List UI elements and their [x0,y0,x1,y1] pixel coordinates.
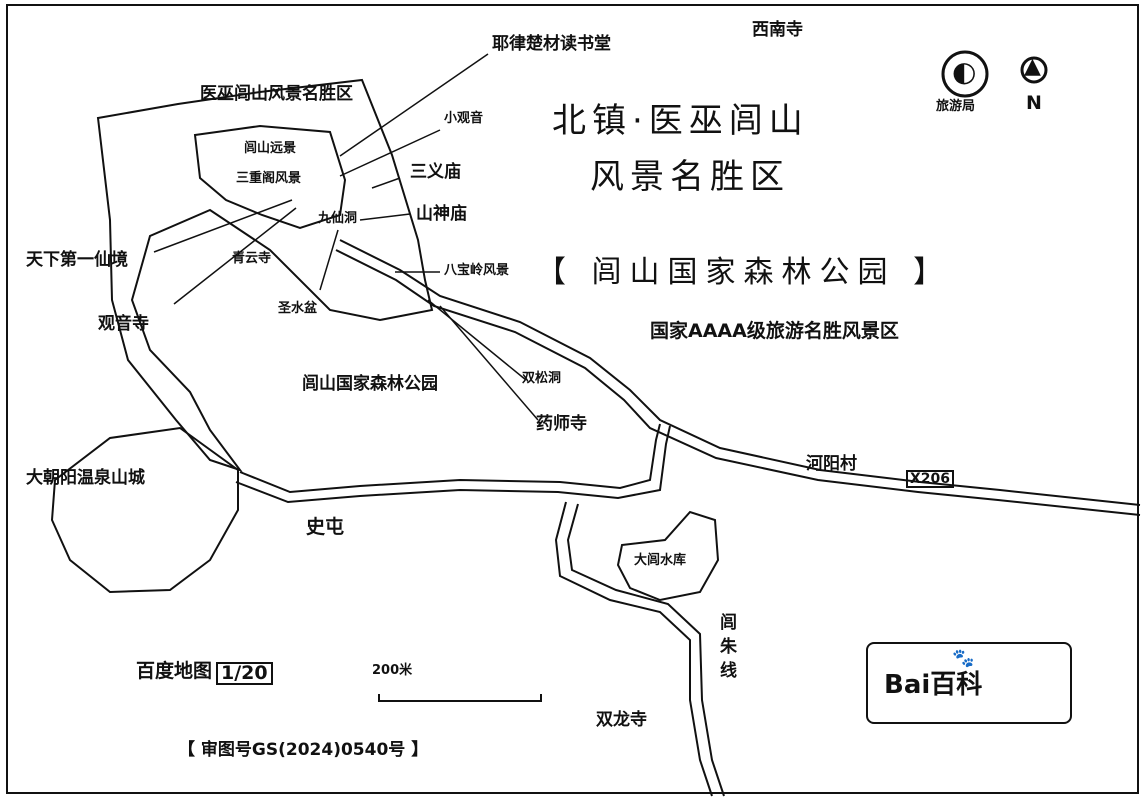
label-shenshan[interactable]: 山神庙 [416,204,467,224]
map-frame [6,4,1139,794]
scenic-area-boundary [96,78,434,472]
label-tianxia[interactable]: 天下第一仙境 [26,250,128,270]
label-tourist-center[interactable]: 耶律楚材读书堂 [492,34,611,54]
compass-logo-text: 旅游局 [936,99,976,114]
label-guanyin-temple[interactable]: 观音寺 [98,314,149,334]
approval-number: 【 审图号GS(2024)0540号 】 [178,740,429,760]
main-road-edge [335,249,1141,516]
reservoir-shape [616,510,720,602]
scale-ratio: 1/20 [216,662,273,685]
title-line2: 风景名胜区 [590,157,790,197]
scale-distance: 200米 [372,663,413,678]
label-xiaoguanyin[interactable]: 小观音 [444,111,484,126]
label-jiuxian[interactable]: 九仙洞 [318,211,358,226]
compass-logo-ring [941,50,989,98]
label-road-vertical[interactable]: 闾朱线 [720,613,737,681]
label-scenic-area[interactable]: 医巫闾山风景名胜区 [200,84,353,104]
label-shuanglong[interactable]: 双龙寺 [596,710,647,730]
compass-logo-icon: ◐ [952,55,977,88]
label-shuangsong[interactable]: 双松洞 [522,371,562,386]
watermark-text: Bai百科 [884,670,983,700]
title-line1: 北镇·医巫闾山 [552,101,809,141]
road-south [554,501,713,797]
road-shitun-edge [235,425,671,504]
compass-north-ring [1020,56,1048,84]
label-xilin-temple[interactable]: 西南寺 [752,20,803,40]
paw-icon: 🐾 [952,648,975,669]
label-shitun[interactable]: 史屯 [306,516,345,538]
route-code-badge[interactable]: X206 [906,470,955,488]
scale-bar [378,694,542,702]
label-qingyun[interactable]: 青云寺 [232,251,272,266]
north-arrow-icon: ▲ [1024,54,1041,79]
label-heyang[interactable]: 河阳村 [806,454,857,474]
park-title: 【 闾山国家森林公园 】 [536,255,952,290]
label-lushan-peak[interactable]: 闾山远景 [244,141,297,156]
road-south-edge [566,503,725,797]
label-reservoir[interactable]: 大闾水库 [634,553,687,568]
scale-brand: 百度地图 [136,660,213,682]
hot-spring-boundary [50,426,239,594]
rating-text: 国家AAAA级旅游名胜风景区 [650,320,899,342]
north-indicator: N [1026,92,1042,114]
label-forest-park[interactable]: 闾山国家森林公园 [302,374,438,394]
peak-area-boundary [193,124,347,230]
leader-lines [153,53,539,421]
watermark-logo [866,642,1072,724]
label-sanyi[interactable]: 三义庙 [410,162,461,182]
label-bahuang[interactable]: 八宝岭风景 [444,263,510,278]
main-road [339,239,1141,506]
label-shengshui[interactable]: 圣水盆 [278,301,318,316]
label-yaoshi[interactable]: 药师寺 [536,414,587,434]
label-dachao[interactable]: 大朝阳温泉山城 [26,468,145,488]
label-sanzhong[interactable]: 三重阁风景 [236,171,302,186]
road-shitun [239,423,661,494]
